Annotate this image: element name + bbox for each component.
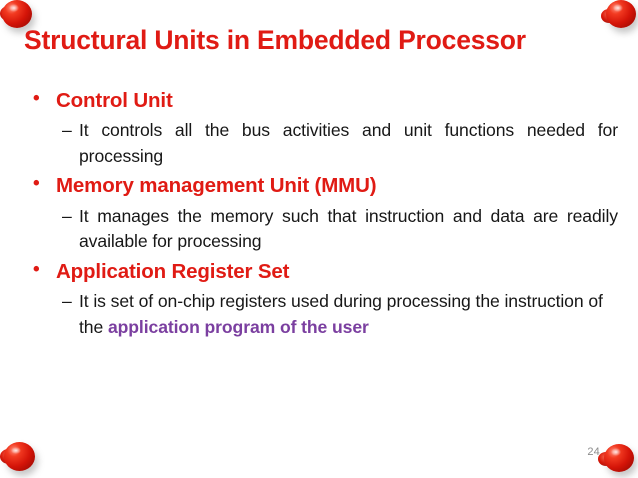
bullet-group-application-register-set: • Application Register Set – It is set o… bbox=[0, 257, 638, 340]
bullet-group-memory-management-unit: • Memory management Unit (MMU) – It mana… bbox=[0, 171, 638, 254]
bullet-heading-control-unit: • Control Unit bbox=[0, 86, 638, 115]
bullet-dot-icon: • bbox=[33, 173, 40, 195]
slide-body: • Control Unit – It controls all the bus… bbox=[0, 86, 638, 342]
bullet-dot-icon: • bbox=[33, 88, 40, 109]
bullet-detail-label: It is set of on-chip registers used duri… bbox=[79, 289, 618, 340]
bullet-detail-control-unit: – It controls all the bus activities and… bbox=[0, 118, 638, 169]
bullet-dot-icon: • bbox=[33, 258, 40, 280]
bullet-detail-memory-management-unit: – It manages the memory such that instru… bbox=[0, 204, 638, 255]
slide-title: Structural Units in Embedded Processor bbox=[24, 25, 526, 55]
bullet-detail-label: It manages the memory such that instruct… bbox=[79, 205, 618, 252]
page-number: 24 bbox=[587, 446, 600, 458]
bullet-heading-label: Control Unit bbox=[56, 89, 173, 112]
bullet-detail-application-register-set: – It is set of on-chip registers used du… bbox=[0, 289, 638, 340]
bullet-group-control-unit: • Control Unit – It controls all the bus… bbox=[0, 86, 638, 169]
bullet-heading-memory-management-unit: • Memory management Unit (MMU) bbox=[0, 171, 638, 200]
dash-marker-icon: – bbox=[62, 205, 72, 226]
red-sphere-top-left-icon bbox=[2, 0, 32, 28]
red-sphere-bottom-left-icon bbox=[4, 442, 35, 471]
dash-marker-icon: – bbox=[62, 120, 72, 141]
bullet-heading-application-register-set: • Application Register Set bbox=[0, 257, 638, 286]
red-sphere-bottom-right-icon bbox=[604, 444, 634, 472]
bullet-detail-highlight-part: application program of the user bbox=[107, 316, 369, 337]
red-sphere-top-right-icon bbox=[606, 0, 636, 28]
dash-marker-icon: – bbox=[62, 291, 72, 312]
bullet-heading-label: Application Register Set bbox=[56, 259, 290, 283]
bullet-detail-label: It controls all the bus activities and u… bbox=[79, 120, 618, 166]
bullet-detail-plain-part: It is set of on-chip registers used duri… bbox=[79, 291, 603, 337]
bullet-heading-label: Memory management Unit (MMU) bbox=[56, 174, 377, 198]
